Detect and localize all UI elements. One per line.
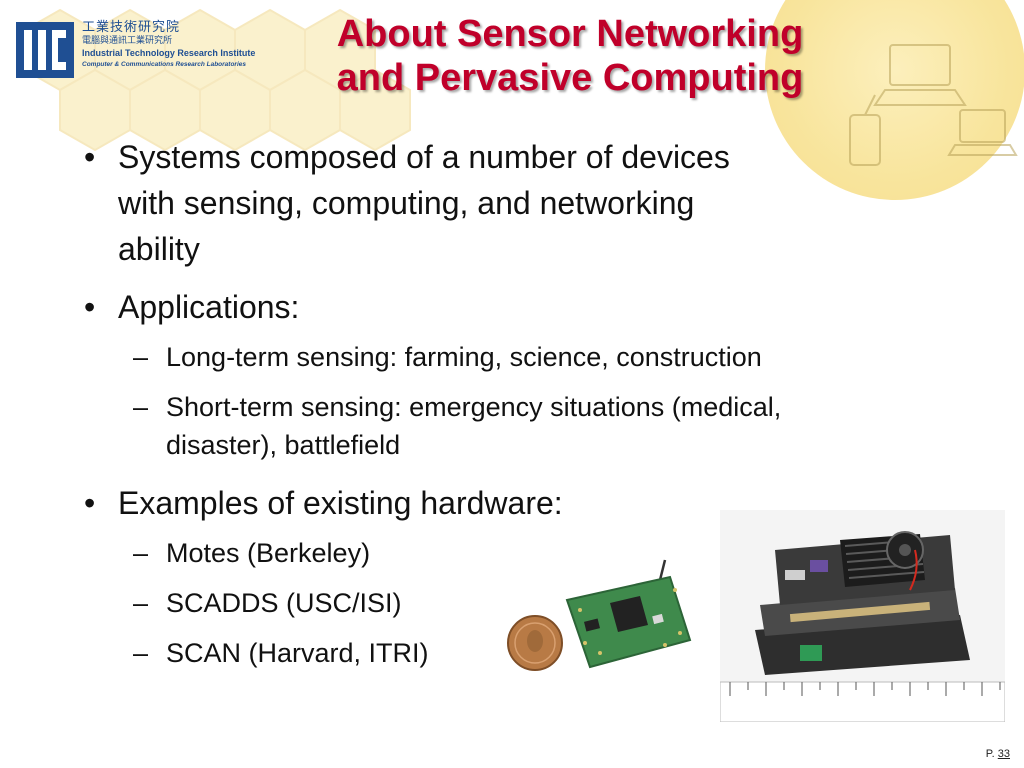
bullet-text: Applications: [118, 289, 300, 325]
bullet-text: Systems composed of a number of devices [118, 139, 730, 175]
sub-bullet-text: Motes (Berkeley) [166, 538, 371, 568]
logo-chinese-division: 電腦與通訊工業研究所 [82, 36, 173, 46]
scan-hardware-photo [720, 510, 1005, 722]
logo-chinese-name: 工業技術研究院 [82, 20, 181, 35]
sub-bullet-marker: – [133, 538, 149, 568]
sub-bullet-marker: – [133, 588, 149, 618]
bullet-text: ability [118, 231, 200, 267]
mote-board-photo [507, 559, 692, 671]
sub-bullet-text: Short-term sensing: emergency situations… [166, 392, 782, 422]
bullet-marker: • [84, 485, 96, 521]
decorative-circle [765, 0, 1024, 200]
bullet-text: Examples of existing hardware: [118, 485, 563, 521]
devices-watermark-icon [849, 44, 1018, 166]
page-number-value: 33 [997, 748, 1010, 760]
itri-logo-mark-icon [16, 22, 74, 78]
sub-bullet-marker: – [133, 638, 149, 668]
page-number: P. 33 [986, 748, 1010, 760]
slide-title-line-1: About Sensor Networking [336, 13, 804, 55]
bullet-marker: • [84, 289, 96, 325]
bullet-marker: • [84, 139, 96, 175]
sub-bullet-marker: – [133, 392, 149, 422]
page-number-prefix: P. [985, 748, 995, 760]
logo-english-name: Industrial Technology Research Institute [82, 48, 256, 58]
sub-bullet-marker: – [133, 342, 149, 372]
logo-text-block: 工業技術研究院 電腦與通訊工業研究所 Industrial Technology… [82, 20, 282, 70]
itri-logo: 工業技術研究院 電腦與通訊工業研究所 Industrial Technology… [16, 20, 281, 82]
sub-bullet-text: SCADDS (USC/ISI) [166, 588, 402, 618]
sub-bullet-text: disaster), battlefield [166, 430, 401, 460]
sub-bullet-text: Long-term sensing: farming, science, con… [166, 342, 762, 372]
slide-title-line-2: and Pervasive Computing [336, 57, 804, 99]
bullet-text: with sensing, computing, and networking [118, 185, 695, 221]
logo-english-division: Computer & Communications Research Labor… [82, 61, 246, 68]
sub-bullet-text: SCAN (Harvard, ITRI) [166, 638, 429, 668]
honeycomb-background [24, 8, 411, 152]
slide-title: About Sensor Networking and Pervasive Co… [240, 12, 900, 100]
